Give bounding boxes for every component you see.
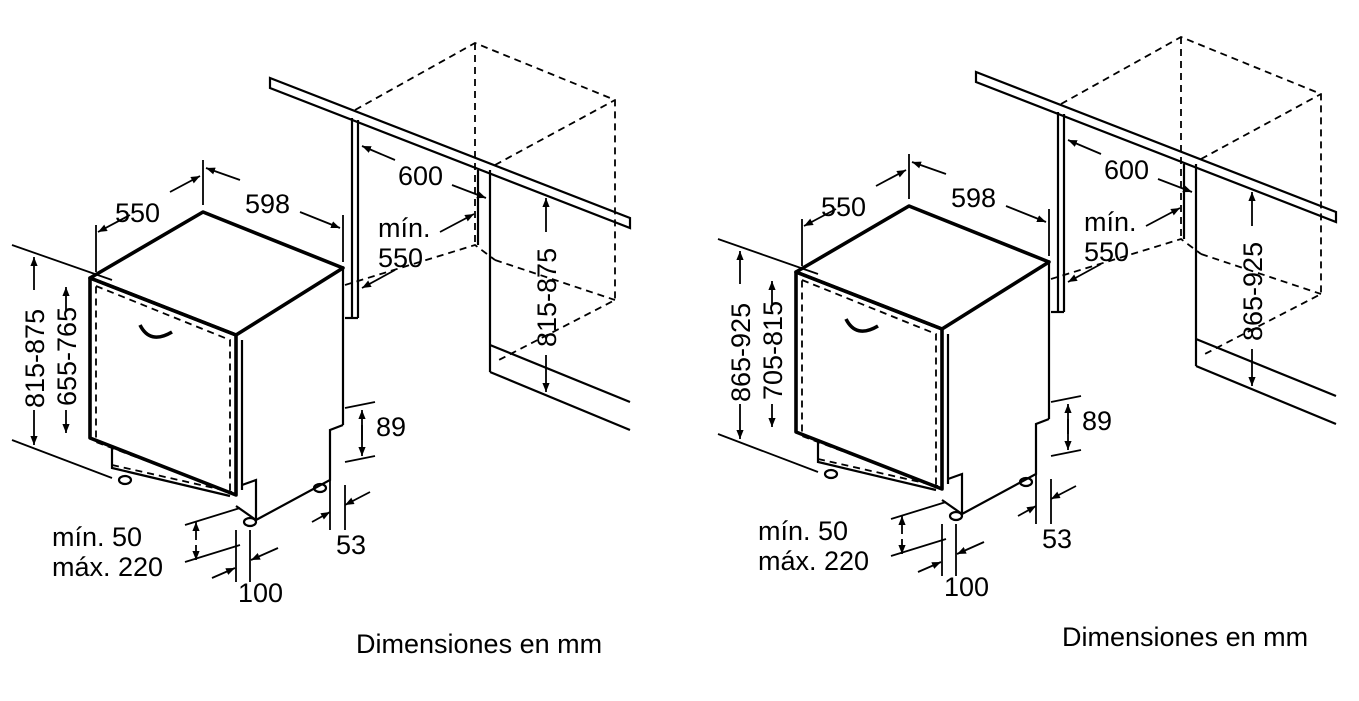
width-label: 598	[951, 183, 996, 213]
niche-depth-label: 550	[378, 243, 423, 273]
plinth-depth-label: 53	[336, 530, 366, 560]
foot-min-label: mín. 50	[52, 522, 142, 552]
depth-label: 550	[115, 198, 160, 228]
caption: Dimensiones en mm	[1062, 622, 1308, 652]
niche-depth-label: 550	[1084, 237, 1129, 267]
door-height-label: 655-765	[52, 307, 82, 406]
foot-max-label: máx. 220	[758, 546, 869, 576]
foot-setback-label: 100	[238, 578, 283, 608]
total-height-label: 815-875	[20, 309, 50, 408]
niche-depth-prefix: mín.	[1084, 207, 1137, 237]
total-height-label: 865-925	[726, 303, 756, 402]
niche-width-label: 600	[1104, 155, 1149, 185]
dishwasher-drawing-left: 550 598 600 mín. 550 815-875 815-875 655…	[12, 43, 630, 659]
width-label: 598	[245, 189, 290, 219]
plinth-height-label: 89	[1082, 406, 1112, 436]
niche-height-label: 865-925	[1238, 242, 1268, 341]
foot-min-label: mín. 50	[758, 516, 848, 546]
niche-width-label: 600	[398, 161, 443, 191]
niche-height-label: 815-875	[532, 248, 562, 347]
foot-setback-label: 100	[944, 572, 989, 602]
plinth-height-label: 89	[376, 412, 406, 442]
niche-depth-prefix: mín.	[378, 213, 431, 243]
foot-max-label: máx. 220	[52, 552, 163, 582]
depth-label: 550	[821, 192, 866, 222]
plinth-depth-label: 53	[1042, 524, 1072, 554]
door-height-label: 705-815	[758, 301, 788, 400]
dishwasher-drawing-right: 550 598 600 mín. 550 865-925 865-925 705…	[718, 37, 1336, 652]
caption: Dimensiones en mm	[356, 629, 602, 659]
